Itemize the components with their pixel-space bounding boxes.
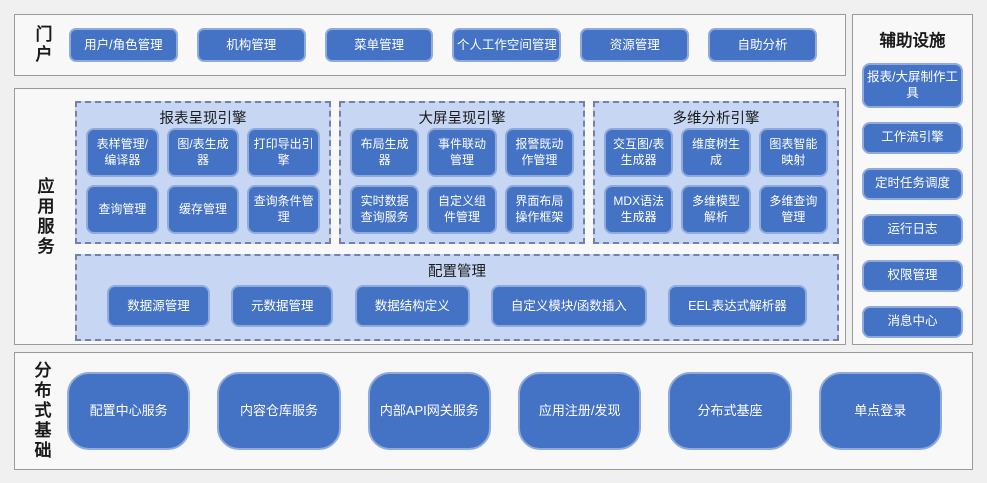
portal-section-label: 门户 [32, 25, 52, 65]
aux-button-permission-mgmt[interactable]: 权限管理 [862, 259, 963, 292]
distributed-section-label: 分布式基础 [31, 361, 51, 461]
aux-button-message-center[interactable]: 消息中心 [862, 305, 963, 338]
config-mgmt-panel: 配置管理 数据源管理 元数据管理 数据结构定义 自定义模块/函数插入 EEL表达… [75, 254, 839, 341]
infra-button-single-sign-on[interactable]: 单点登录 [818, 372, 942, 450]
portal-button-user-role-mgmt[interactable]: 用户/角色管理 [69, 28, 178, 62]
portal-button-menu-mgmt[interactable]: 菜单管理 [324, 28, 434, 62]
auxiliary-section: 辅助设施 报表/大屏制作工具 工作流引擎 定时任务调度 运行日志 权限管理 消息… [852, 14, 973, 345]
engine-title: 报表呈现引擎 [159, 110, 247, 127]
portal-button-resource-mgmt[interactable]: 资源管理 [580, 28, 690, 62]
aux-button-run-logs[interactable]: 运行日志 [862, 213, 963, 246]
engine-button-multidim-query-mgmt[interactable]: 多维查询管理 [758, 185, 828, 234]
engine-button-realtime-data-query[interactable]: 实时数据查询服务 [350, 185, 420, 234]
aux-button-report-bigscreen-tool[interactable]: 报表/大屏制作工具 [862, 63, 963, 108]
engine-title: 多维分析引擎 [672, 110, 760, 127]
engine-button-custom-component-mgmt[interactable]: 自定义组件管理 [427, 185, 497, 234]
config-button-eel-expression-parser[interactable]: EEL表达式解析器 [668, 285, 807, 327]
engine-button-smart-chart-mapping[interactable]: 图表智能映射 [758, 128, 828, 177]
infra-button-distributed-base[interactable]: 分布式基座 [668, 372, 792, 450]
portal-section: 门户 用户/角色管理 机构管理 菜单管理 个人工作空间管理 资源管理 自助分析 [14, 14, 846, 76]
engine-button-query-mgmt[interactable]: 查询管理 [86, 185, 159, 234]
engine-button-interactive-chart-generator[interactable]: 交互图/表生成器 [604, 128, 674, 177]
engine-title: 大屏呈现引擎 [418, 110, 506, 127]
engine-button-alarm-action-mgmt[interactable]: 报警既动作管理 [504, 128, 574, 177]
infra-button-app-register-discovery[interactable]: 应用注册/发现 [517, 372, 642, 450]
engine-button-dimension-tree-generation[interactable]: 维度树生成 [681, 128, 751, 177]
engine-button-event-linkage-mgmt[interactable]: 事件联动管理 [427, 128, 497, 177]
portal-button-self-service-analysis[interactable]: 自助分析 [708, 28, 817, 62]
app-services-section: 应用服务 报表呈现引擎 表样管理/编译器 图/表生成器 打印导出引擎 查询管理 … [14, 88, 846, 345]
aux-button-workflow-engine[interactable]: 工作流引擎 [862, 121, 963, 154]
portal-button-org-mgmt[interactable]: 机构管理 [196, 28, 306, 62]
infra-button-internal-api-gateway[interactable]: 内部API网关服务 [367, 372, 491, 450]
config-button-datasource-mgmt[interactable]: 数据源管理 [107, 285, 210, 327]
engine-button-mdx-syntax-generator[interactable]: MDX语法生成器 [604, 185, 674, 234]
engine-button-cache-mgmt[interactable]: 缓存管理 [166, 185, 240, 234]
bigscreen-engine-panel: 大屏呈现引擎 布局生成器 事件联动管理 报警既动作管理 实时数据查询服务 自定义… [339, 101, 585, 244]
report-engine-panel: 报表呈现引擎 表样管理/编译器 图/表生成器 打印导出引擎 查询管理 缓存管理 … [75, 101, 331, 244]
engine-button-ui-layout-framework[interactable]: 界面布局操作框架 [504, 185, 574, 234]
olap-engine-panel: 多维分析引擎 交互图/表生成器 维度树生成 图表智能映射 MDX语法生成器 多维… [593, 101, 839, 244]
portal-button-workspace-mgmt[interactable]: 个人工作空间管理 [452, 28, 562, 62]
engine-button-query-condition-mgmt[interactable]: 查询条件管理 [247, 185, 320, 234]
infra-button-config-center-service[interactable]: 配置中心服务 [67, 372, 191, 450]
engine-button-style-mgmt-compiler[interactable]: 表样管理/编译器 [86, 128, 159, 177]
engine-button-layout-generator[interactable]: 布局生成器 [350, 128, 420, 177]
aux-button-scheduled-task[interactable]: 定时任务调度 [862, 167, 963, 200]
engine-button-print-export-engine[interactable]: 打印导出引擎 [247, 128, 320, 177]
auxiliary-section-label: 辅助设施 [879, 32, 946, 50]
distributed-foundation-section: 分布式基础 配置中心服务 内容仓库服务 内部API网关服务 应用注册/发现 分布… [14, 352, 973, 470]
config-button-custom-module-function[interactable]: 自定义模块/函数插入 [490, 285, 647, 327]
config-button-metadata-mgmt[interactable]: 元数据管理 [230, 285, 334, 327]
app-services-section-label: 应用服务 [34, 176, 54, 257]
infra-button-content-repo-service[interactable]: 内容仓库服务 [217, 372, 341, 450]
config-panel-title: 配置管理 [428, 263, 486, 280]
engine-button-multidim-model-parsing[interactable]: 多维模型解析 [681, 185, 751, 234]
engine-button-chart-table-generator[interactable]: 图/表生成器 [166, 128, 240, 177]
config-button-data-structure-definition[interactable]: 数据结构定义 [354, 285, 470, 327]
